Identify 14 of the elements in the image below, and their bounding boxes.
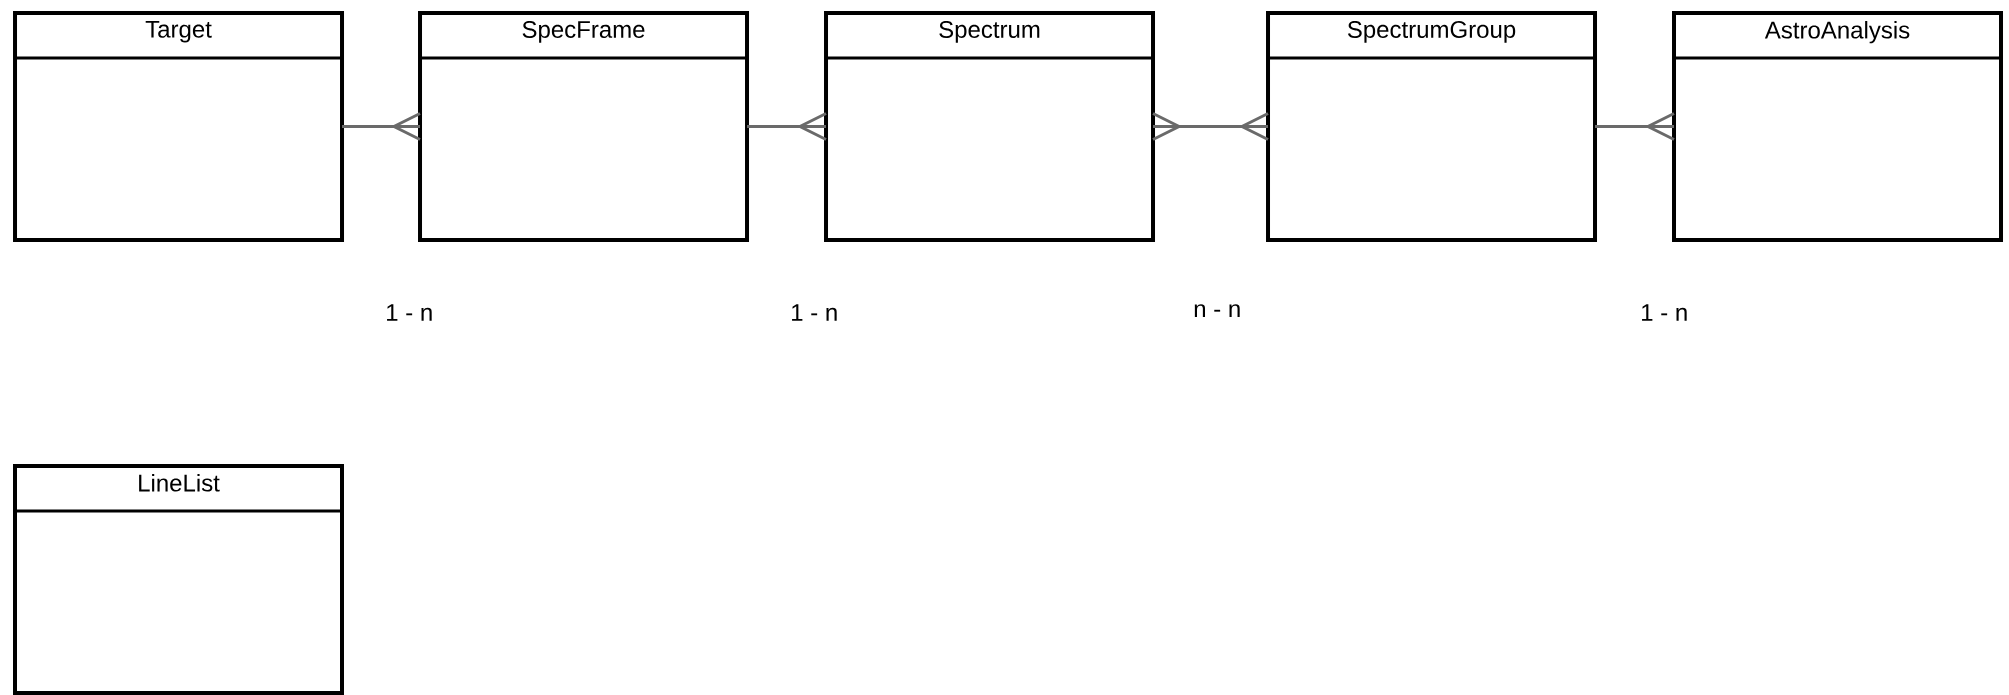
cardinality-label: n - n: [1194, 304, 1240, 318]
relationship-line: [745, 112, 828, 141]
cardinality-label: 1 - n: [792, 304, 837, 321]
entity-box: SpectrumGroup: [1266, 11, 1597, 242]
entity-box: Target: [13, 11, 344, 242]
entity-box: LineList: [13, 464, 344, 695]
entity-box: Spectrum: [824, 11, 1155, 242]
entity-box: SpecFrame: [418, 11, 749, 242]
cardinality-label: 1 - n: [387, 304, 432, 321]
cardinality-label: 1 - n: [1642, 304, 1687, 321]
relationship-line: [1593, 112, 1676, 141]
relationship-line: [340, 112, 422, 141]
entity-box: AstroAnalysis: [1672, 11, 2003, 242]
relationship-line: [1151, 112, 1270, 141]
